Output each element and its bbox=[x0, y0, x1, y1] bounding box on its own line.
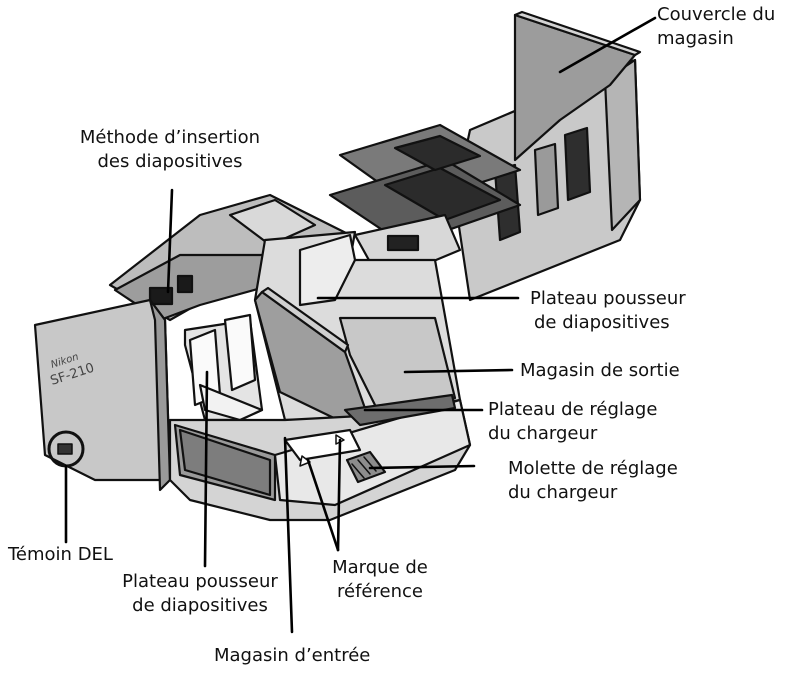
label-input-magazine: Magasin d’entrée bbox=[214, 645, 371, 666]
output-magazine-body bbox=[453, 58, 642, 302]
slide-trays bbox=[328, 123, 522, 247]
input-magazine bbox=[183, 313, 264, 422]
leader-lines bbox=[64, 16, 657, 634]
feeder-adjust-dial bbox=[345, 450, 387, 484]
label-led: Témoin DEL bbox=[8, 544, 113, 565]
front-housing bbox=[33, 298, 172, 482]
label-output-magazine: Magasin de sortie bbox=[520, 360, 680, 381]
